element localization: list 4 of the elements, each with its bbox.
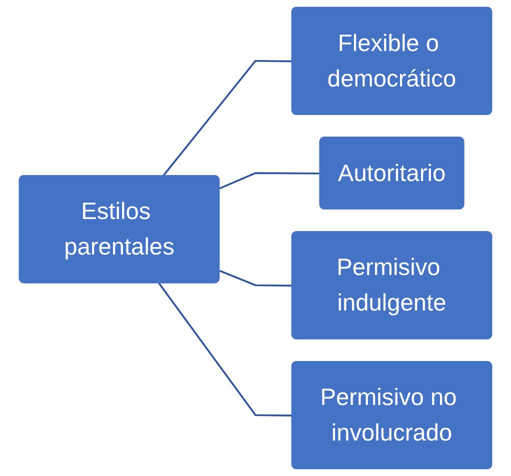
connector [219, 270, 292, 287]
connector [219, 172, 320, 190]
connector [158, 282, 292, 416]
connector [162, 60, 292, 177]
